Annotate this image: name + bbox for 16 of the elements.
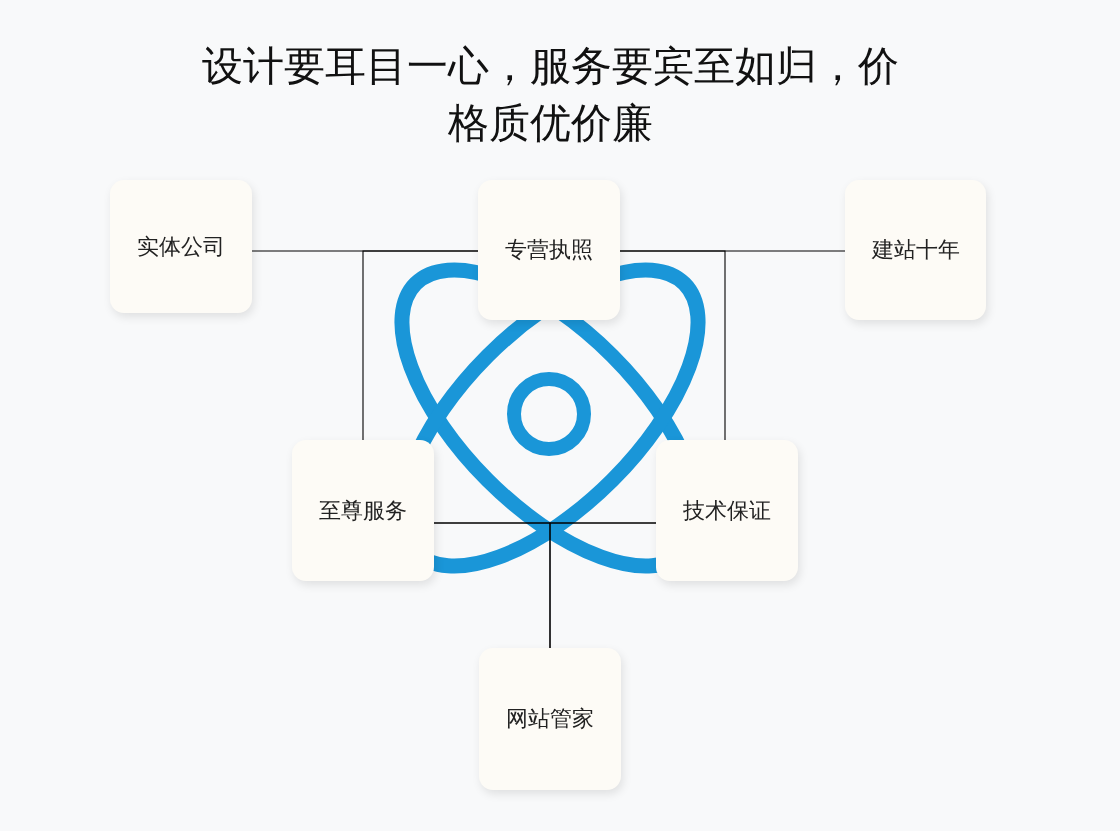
rounded-box	[110, 180, 252, 313]
connector-line	[549, 522, 657, 649]
connector-line	[362, 250, 479, 441]
box-label: 实体公司	[137, 232, 225, 261]
rounded-box	[478, 180, 620, 320]
box-label: 建站十年	[871, 236, 960, 264]
title: 设计要耳目一心，服务要宾至如归，价格质优价廉	[200, 41, 900, 149]
rounded-box	[479, 648, 621, 790]
rounded-box	[845, 180, 986, 320]
box-label: 技术保证	[683, 496, 771, 525]
box-label: 专营执照	[505, 236, 593, 264]
box-label: 至尊服务	[319, 496, 407, 525]
rounded-box	[292, 440, 434, 581]
connector-line	[619, 250, 726, 441]
rounded-box	[656, 440, 798, 581]
box-label: 网站管家	[506, 705, 594, 733]
